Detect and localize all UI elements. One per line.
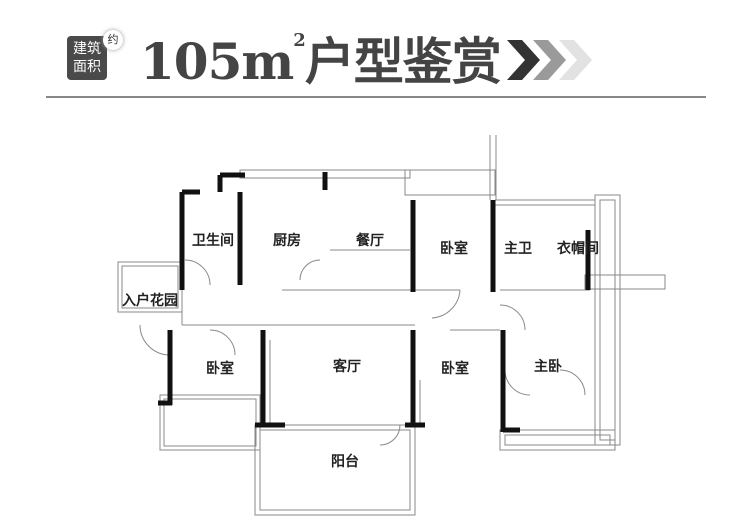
room-label-walk-in-closet: 衣帽间 [557, 241, 599, 257]
title-text: 户型鉴赏 [304, 32, 502, 91]
room-label-balcony: 阳台 [331, 454, 359, 470]
chevron-mid-icon [533, 40, 566, 80]
room-label-bedroom-right: 卧室 [441, 361, 469, 377]
room-label-bedroom-top: 卧室 [440, 241, 468, 257]
room-label-bathroom: 卫生间 [192, 233, 234, 249]
page-title: 105m2户型鉴赏 [140, 22, 502, 94]
room-label-bedroom-left: 卧室 [206, 361, 234, 377]
title-sup: 2 [293, 30, 305, 51]
title-area: 105m [140, 32, 294, 91]
room-label-kitchen: 厨房 [273, 233, 301, 249]
badge-line-2: 面积 [73, 59, 101, 75]
room-label-living-room: 客厅 [333, 359, 361, 375]
building-area-badge: 建筑 面积 [67, 36, 107, 80]
chevron-light-icon [559, 40, 592, 80]
room-label-dining: 餐厅 [356, 233, 384, 249]
room-label-master-bath: 主卫 [504, 241, 532, 257]
room-label-entry-garden: 入户花园 [122, 293, 178, 309]
about-marker: 约 [103, 30, 123, 50]
chevron-dark-icon [507, 40, 540, 80]
badge-line-1: 建筑 [73, 41, 101, 57]
header-divider [46, 96, 706, 98]
room-label-master-bedroom: 主卧 [534, 359, 562, 375]
